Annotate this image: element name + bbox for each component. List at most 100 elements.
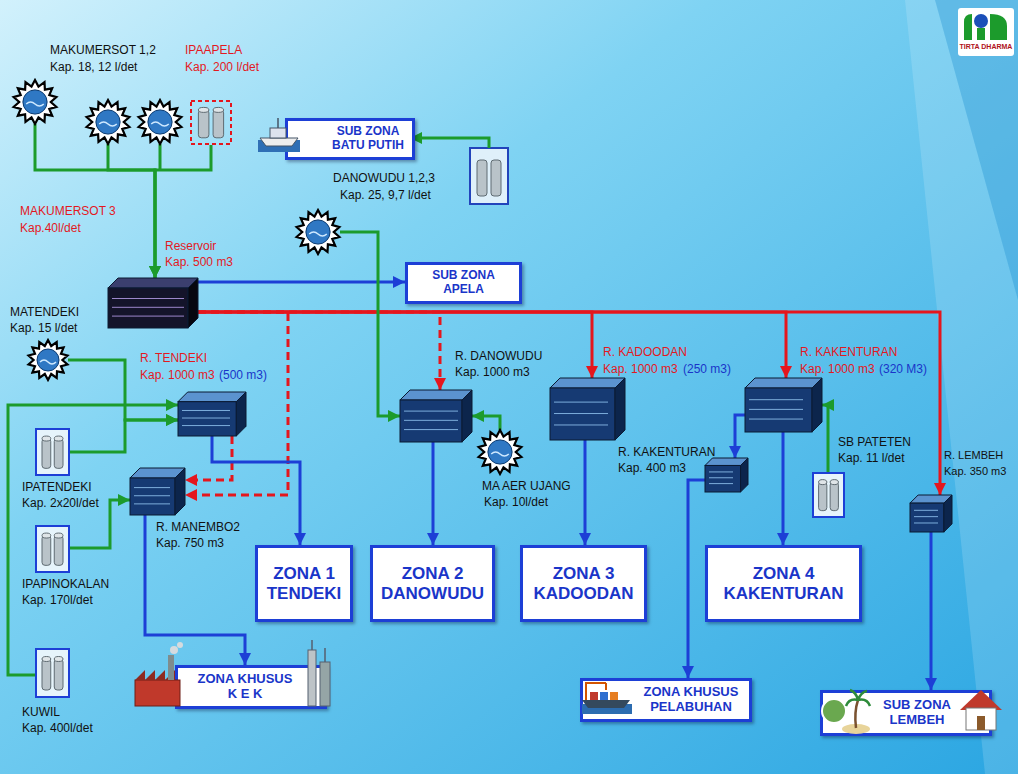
water-ripple (749, 409, 803, 410)
pipe-line (159, 144, 162, 170)
reservoir-icon (130, 468, 185, 515)
reservoir-icon (108, 278, 198, 328)
tank (830, 482, 838, 511)
ship-cabin (270, 128, 286, 138)
node-label: Kap. 200 l/det (185, 61, 259, 75)
zone-label: SUB ZONA APELA (429, 269, 499, 297)
node-label: Kap. 750 m3 (156, 537, 224, 551)
house-roof (960, 690, 1002, 710)
treatment-plant: IPAAPELAKap. 200 l/det (190, 100, 232, 145)
node-label: Kap. 350 m3 (944, 465, 1006, 478)
water-ripple (134, 487, 170, 488)
tank-top (198, 107, 209, 112)
plant-frame (36, 429, 69, 475)
node-label: Kap. 2x20l/det (22, 497, 99, 511)
pipe-connector (70, 420, 178, 452)
water-ripple (914, 516, 938, 517)
reservoir-side (175, 468, 185, 515)
zone-label: ZONA 4 KAKENTURAN (714, 564, 854, 603)
container (600, 692, 608, 700)
water-source-icon (296, 210, 340, 254)
treatment-plant-icon (35, 525, 70, 573)
container (610, 692, 618, 700)
reservoir-front (400, 400, 462, 442)
node-label: Kap. 25, 9,7 l/det (340, 189, 431, 203)
treatment-plant-icon (35, 648, 70, 698)
logo-shape (964, 14, 972, 40)
zone-box: ZONA 2 DANOWUDU (370, 545, 495, 622)
water-source: MA AER UJANGKap. 10l/det (478, 430, 522, 474)
reservoir-front (910, 503, 944, 532)
tank (54, 536, 63, 566)
reservoir-icon (178, 392, 246, 436)
pipe-connector (145, 515, 245, 665)
zone-label: ZONA 3 KADOODAN (528, 564, 640, 603)
tank (477, 160, 487, 196)
zone-label: ZONA 2 DANOWUDU (377, 564, 489, 603)
plant-frame (813, 473, 844, 517)
node-label: (500 m3) (219, 369, 267, 383)
spring-burst (139, 100, 182, 144)
water-ripple (134, 503, 170, 504)
port-ship (582, 700, 630, 708)
tank-top (819, 480, 827, 485)
water-wave (151, 122, 169, 126)
plant-frame (36, 649, 69, 697)
spring-water (488, 440, 512, 464)
tank-top (54, 436, 63, 441)
water-ripple (914, 510, 938, 511)
reservoir-side (615, 378, 625, 440)
reservoir-front (705, 465, 741, 492)
treatment-plant-icon (190, 100, 232, 145)
tank (54, 439, 63, 469)
water-source: MAKUMERSOT 3Kap.40l/det (13, 80, 57, 124)
reservoir: ReservoirKap. 500 m3 (108, 278, 198, 328)
node-label: MA AER UJANG (482, 480, 571, 494)
ship-water (258, 140, 300, 152)
pipe-connector (735, 415, 745, 458)
water-wave (309, 232, 327, 236)
pipe-connector (822, 405, 828, 472)
zone-box: SUB ZONA BATU PUTIH (285, 118, 415, 160)
reservoir-front (178, 402, 236, 436)
zone-label: ZONA KHUSUS K E K (194, 672, 296, 702)
node-label: Kap. 15 l/det (10, 322, 77, 336)
tank (213, 110, 224, 138)
reservoir: R. LEMBEHKap. 350 m3 (910, 495, 952, 532)
slide-stripe (935, 0, 1018, 300)
node-label: (250 m3) (683, 363, 731, 377)
logo-text: TIRTA DHARMA (958, 43, 1014, 51)
reservoir-top (108, 278, 198, 288)
container (590, 692, 598, 700)
reservoir-icon (910, 495, 952, 532)
pipe-connector (198, 312, 940, 495)
reservoir-top (550, 378, 625, 388)
tank (819, 482, 827, 511)
water-source-icon (28, 340, 68, 380)
pipe-connector (472, 416, 500, 430)
node-label: R. KADOODAN (603, 346, 687, 360)
zone-box: ZONA KHUSUS K E K (175, 665, 327, 709)
water-ripple (709, 477, 733, 478)
reservoir-front (745, 388, 812, 432)
node-label: Kap. 1000 m3 (455, 366, 530, 380)
tank (42, 659, 51, 690)
island-sand (842, 724, 870, 734)
node-label: Kap. 10l/det (484, 496, 548, 510)
tank (42, 439, 51, 469)
treatment-plant-icon (812, 472, 845, 518)
water-ripple (404, 429, 458, 430)
tank-top (42, 436, 51, 441)
emblem-icon (822, 699, 846, 723)
water-ripple (182, 410, 230, 411)
spring-water (148, 110, 172, 134)
reservoir-side (188, 278, 198, 328)
reservoir-front (550, 388, 615, 440)
node-label: R. KAKENTURAN (800, 346, 897, 360)
treatment-plant: SB PATETENKap. 11 l/det (812, 472, 845, 518)
water-source: MAKUMERSOT 1,2Kap. 18, 12 l/det (85, 100, 183, 144)
reservoir: R. KADOODANKap. 1000 m3(250 m3) (550, 378, 625, 440)
node-label: Kap. 400l/det (22, 722, 93, 736)
pipe-connector (198, 312, 440, 390)
